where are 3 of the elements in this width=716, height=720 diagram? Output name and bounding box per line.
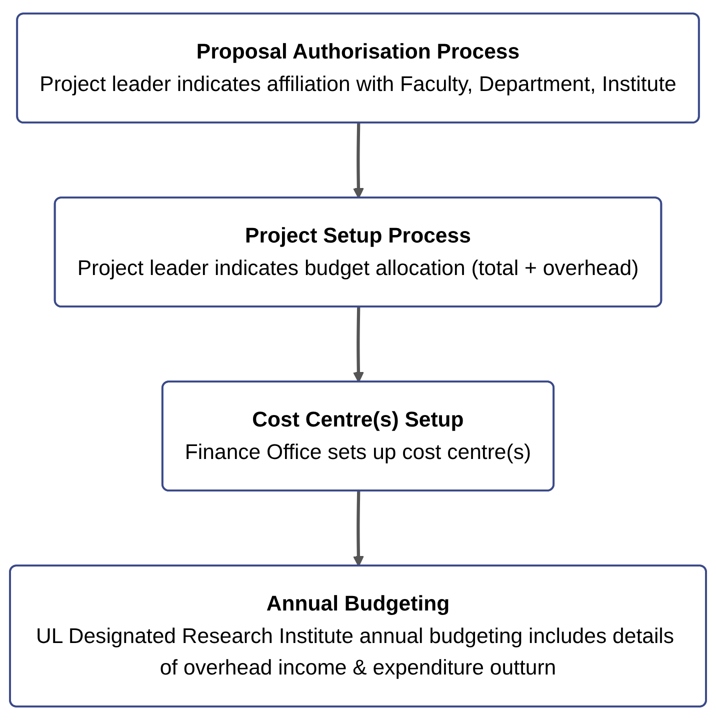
arrow bbox=[352, 307, 364, 383]
arrow bbox=[352, 491, 364, 567]
arrow bbox=[352, 123, 364, 199]
